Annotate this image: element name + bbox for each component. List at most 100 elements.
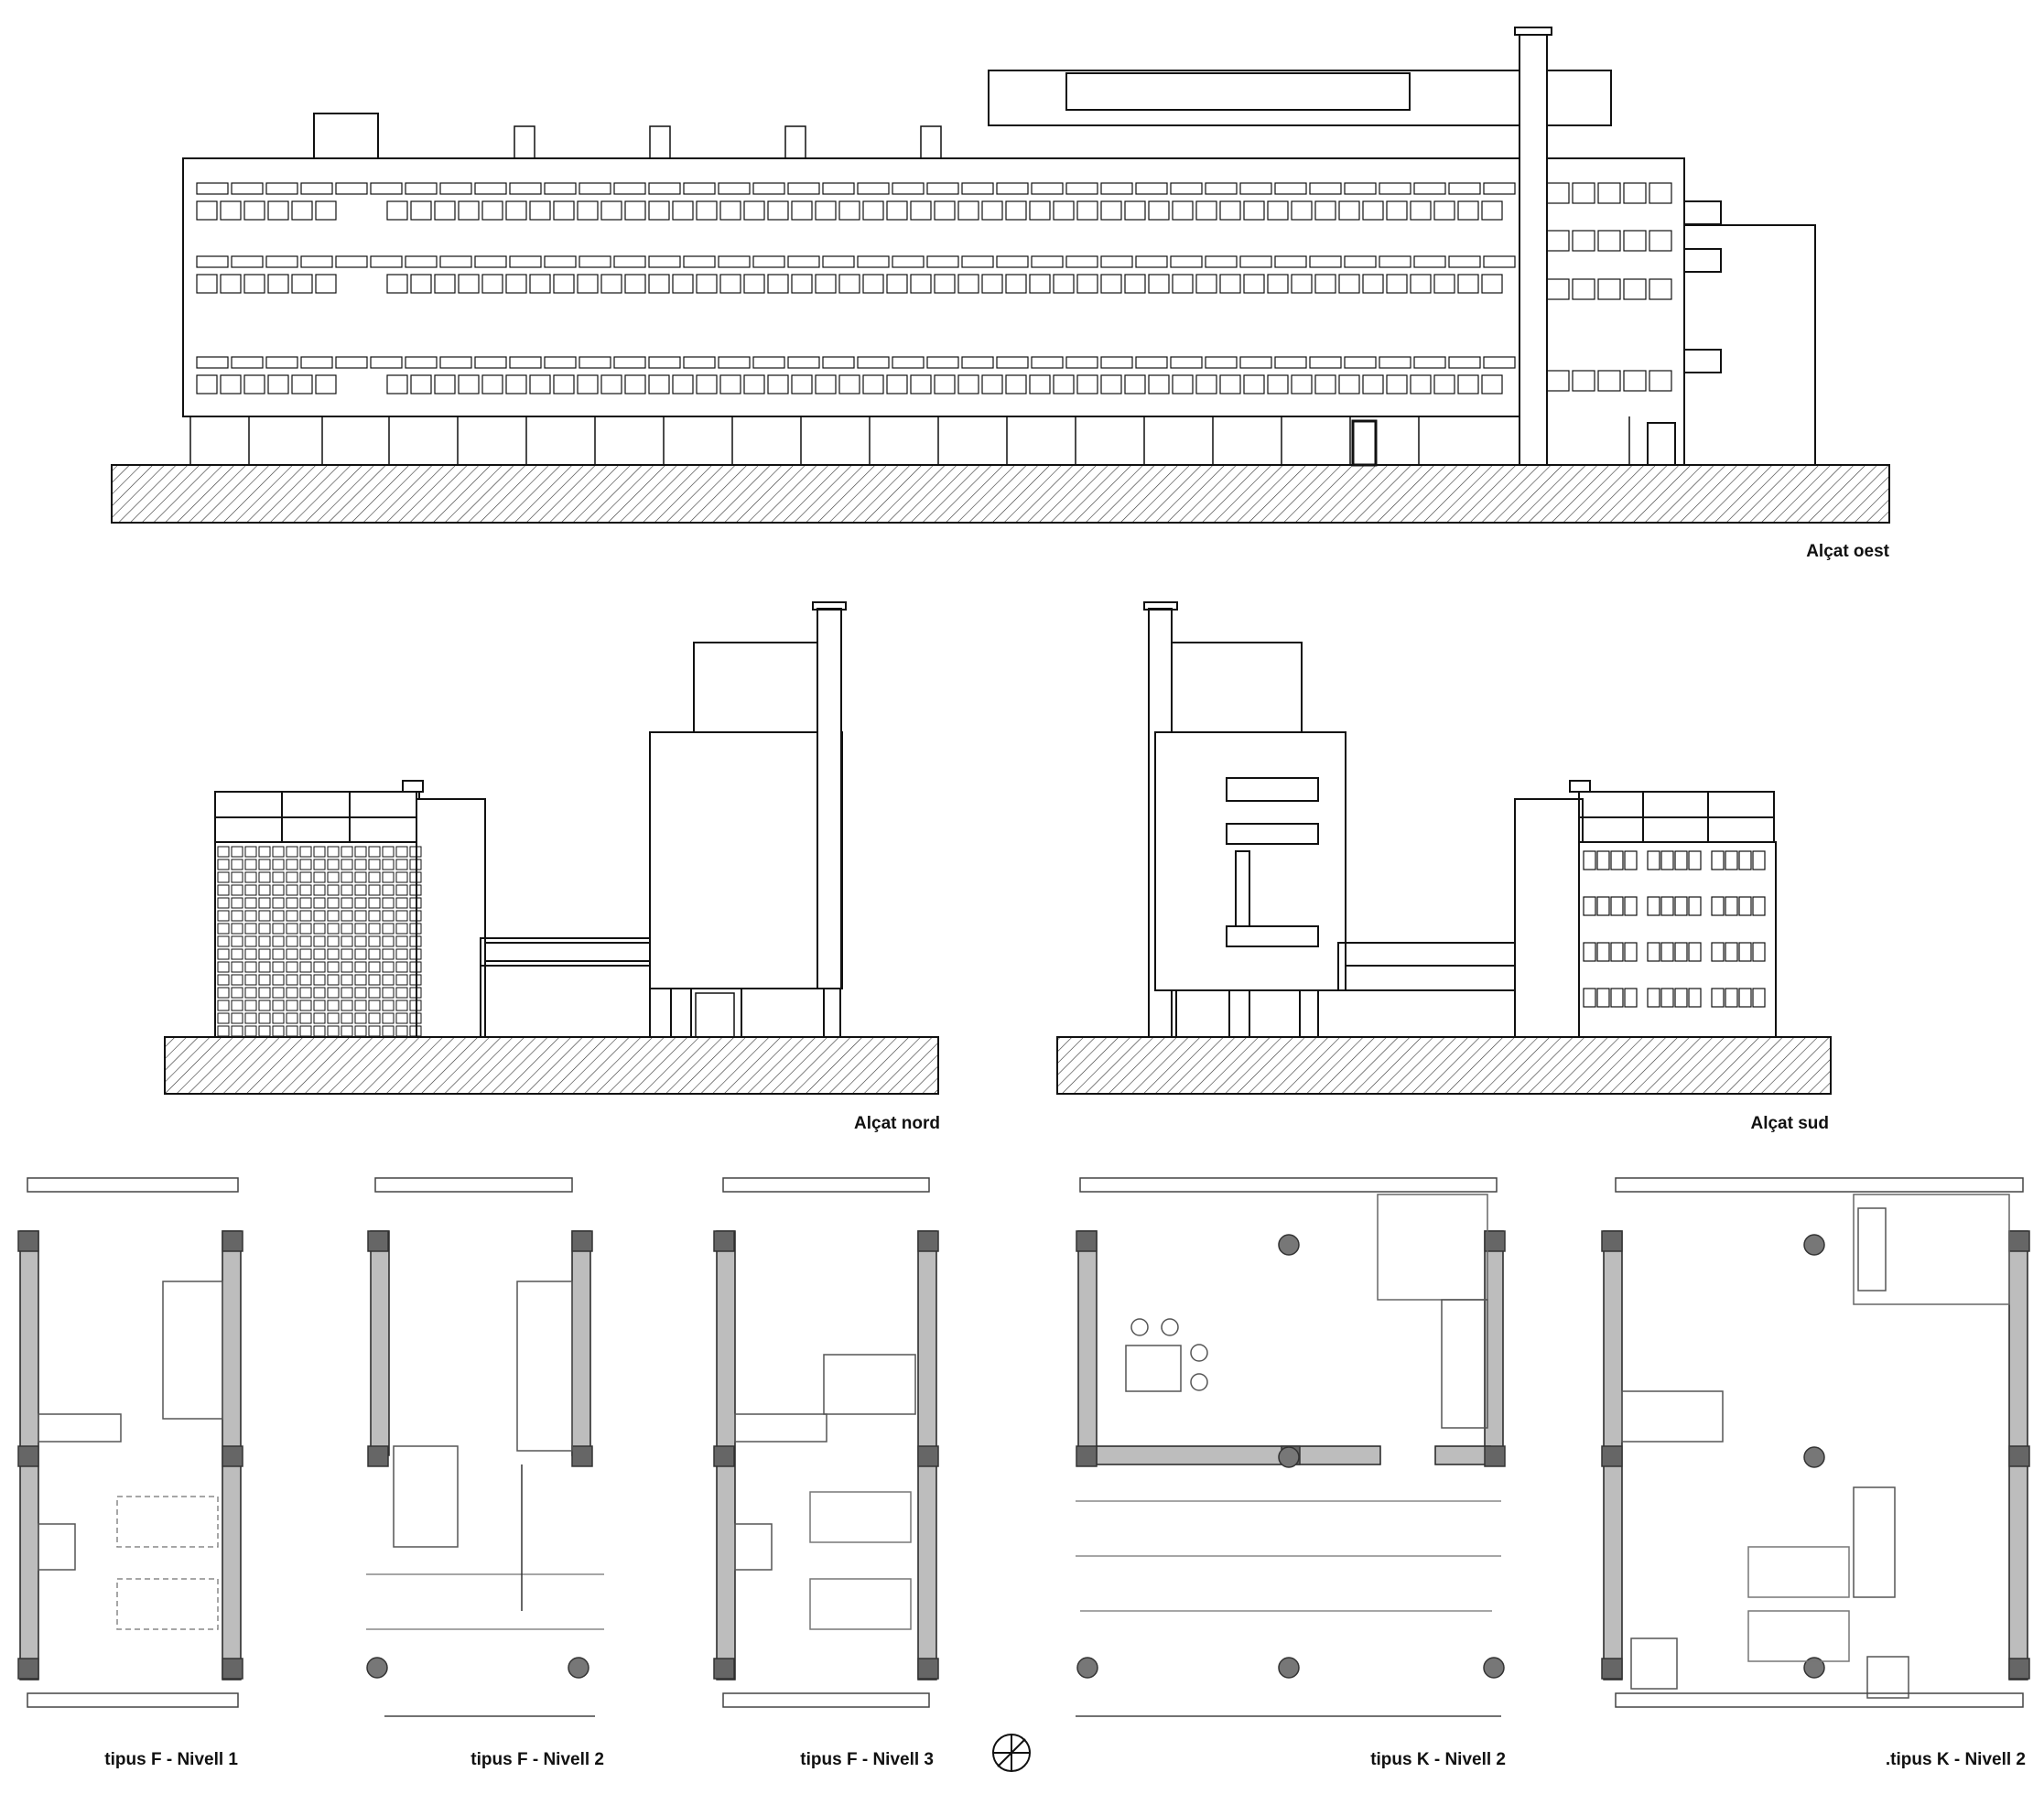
window-pane — [1597, 182, 1621, 204]
window-pane — [1623, 370, 1647, 392]
window-pane — [341, 935, 353, 947]
window-pane — [509, 255, 542, 268]
window-pane — [1623, 182, 1647, 204]
window-pane — [1448, 356, 1481, 369]
window-pane — [1135, 356, 1168, 369]
window-pane — [410, 374, 432, 394]
window-pane — [1172, 374, 1194, 394]
window-pane — [354, 961, 367, 973]
window-pane — [1379, 356, 1411, 369]
window-pane — [382, 948, 395, 960]
window-pane — [1624, 988, 1638, 1008]
window-pane — [382, 961, 395, 973]
window-pane — [258, 897, 271, 909]
window-pane — [1738, 850, 1752, 870]
window-pane — [458, 200, 480, 221]
window-pane — [1674, 988, 1688, 1008]
window-pane — [244, 884, 257, 896]
window-pane — [217, 923, 230, 935]
window-pane — [1344, 255, 1377, 268]
window-pane — [368, 871, 381, 883]
window-pane — [231, 871, 243, 883]
window-pane — [272, 1012, 285, 1024]
window-pane — [410, 274, 432, 294]
window-pane — [1314, 274, 1336, 294]
window-pane — [265, 356, 298, 369]
window-pane — [1624, 850, 1638, 870]
north-arrow-icon — [992, 1734, 1031, 1772]
window-pane — [272, 1000, 285, 1011]
window-pane — [1688, 896, 1702, 916]
window-pane — [231, 1000, 243, 1011]
window-pane — [961, 182, 994, 195]
window-pane — [313, 923, 326, 935]
window-pane — [395, 974, 408, 986]
window-pane — [286, 1000, 298, 1011]
window-pane — [624, 374, 646, 394]
window-pane — [341, 1000, 353, 1011]
window-pane — [313, 884, 326, 896]
window-pane — [409, 1012, 422, 1024]
window-pane — [231, 1012, 243, 1024]
window-pane — [300, 182, 333, 195]
window-pane — [1124, 274, 1146, 294]
window-pane — [1243, 274, 1265, 294]
window-pane — [1100, 182, 1133, 195]
window-pane — [395, 859, 408, 870]
window-pane — [1596, 942, 1610, 962]
window-pane — [1239, 255, 1272, 268]
window-pane — [286, 910, 298, 922]
window-pane — [1610, 850, 1624, 870]
window-pane — [1572, 182, 1595, 204]
window-pane — [231, 948, 243, 960]
window-pane — [838, 374, 860, 394]
window-pane — [934, 274, 956, 294]
window-pane — [341, 1025, 353, 1037]
window-pane — [299, 884, 312, 896]
window-pane — [286, 923, 298, 935]
window-pane — [862, 274, 884, 294]
window-pane — [1410, 200, 1432, 221]
window-pane — [1711, 896, 1725, 916]
window-pane — [299, 961, 312, 973]
window-pane — [1738, 896, 1752, 916]
window-pane — [243, 274, 265, 294]
window-pane — [386, 200, 408, 221]
label-plan-5: .tipus K - Nivell 2 — [1886, 1750, 2026, 1769]
label-plan-2: tipus F - Nivell 2 — [470, 1750, 604, 1769]
window-pane — [862, 200, 884, 221]
window-pane — [231, 884, 243, 896]
window-pane — [1623, 278, 1647, 300]
window-pane — [341, 871, 353, 883]
window-pane — [1597, 278, 1621, 300]
window-pane — [1124, 374, 1146, 394]
window-pane — [341, 884, 353, 896]
window-pane — [1053, 200, 1075, 221]
window-pane — [291, 374, 313, 394]
window-pane — [1483, 182, 1516, 195]
window-pane — [220, 274, 242, 294]
window-pane — [1274, 182, 1307, 195]
window-pane — [579, 255, 611, 268]
window-pane — [961, 255, 994, 268]
south-windows — [1583, 850, 1766, 1008]
window-pane — [243, 374, 265, 394]
window-pane — [822, 255, 855, 268]
window-pane — [1647, 988, 1660, 1008]
window-pane — [231, 910, 243, 922]
window-pane — [648, 182, 681, 195]
window-pane — [196, 274, 218, 294]
window-pane — [648, 356, 681, 369]
window-pane — [258, 1000, 271, 1011]
window-pane — [767, 200, 789, 221]
window-pane — [370, 255, 403, 268]
window-pane — [1386, 374, 1408, 394]
window-pane — [196, 182, 229, 195]
ground-hatch-west — [111, 464, 1890, 524]
window-pane — [1711, 850, 1725, 870]
window-pane — [544, 255, 577, 268]
window-pane — [368, 1012, 381, 1024]
window-pane — [1725, 988, 1738, 1008]
window-pane — [926, 255, 959, 268]
window-pane — [354, 923, 367, 935]
